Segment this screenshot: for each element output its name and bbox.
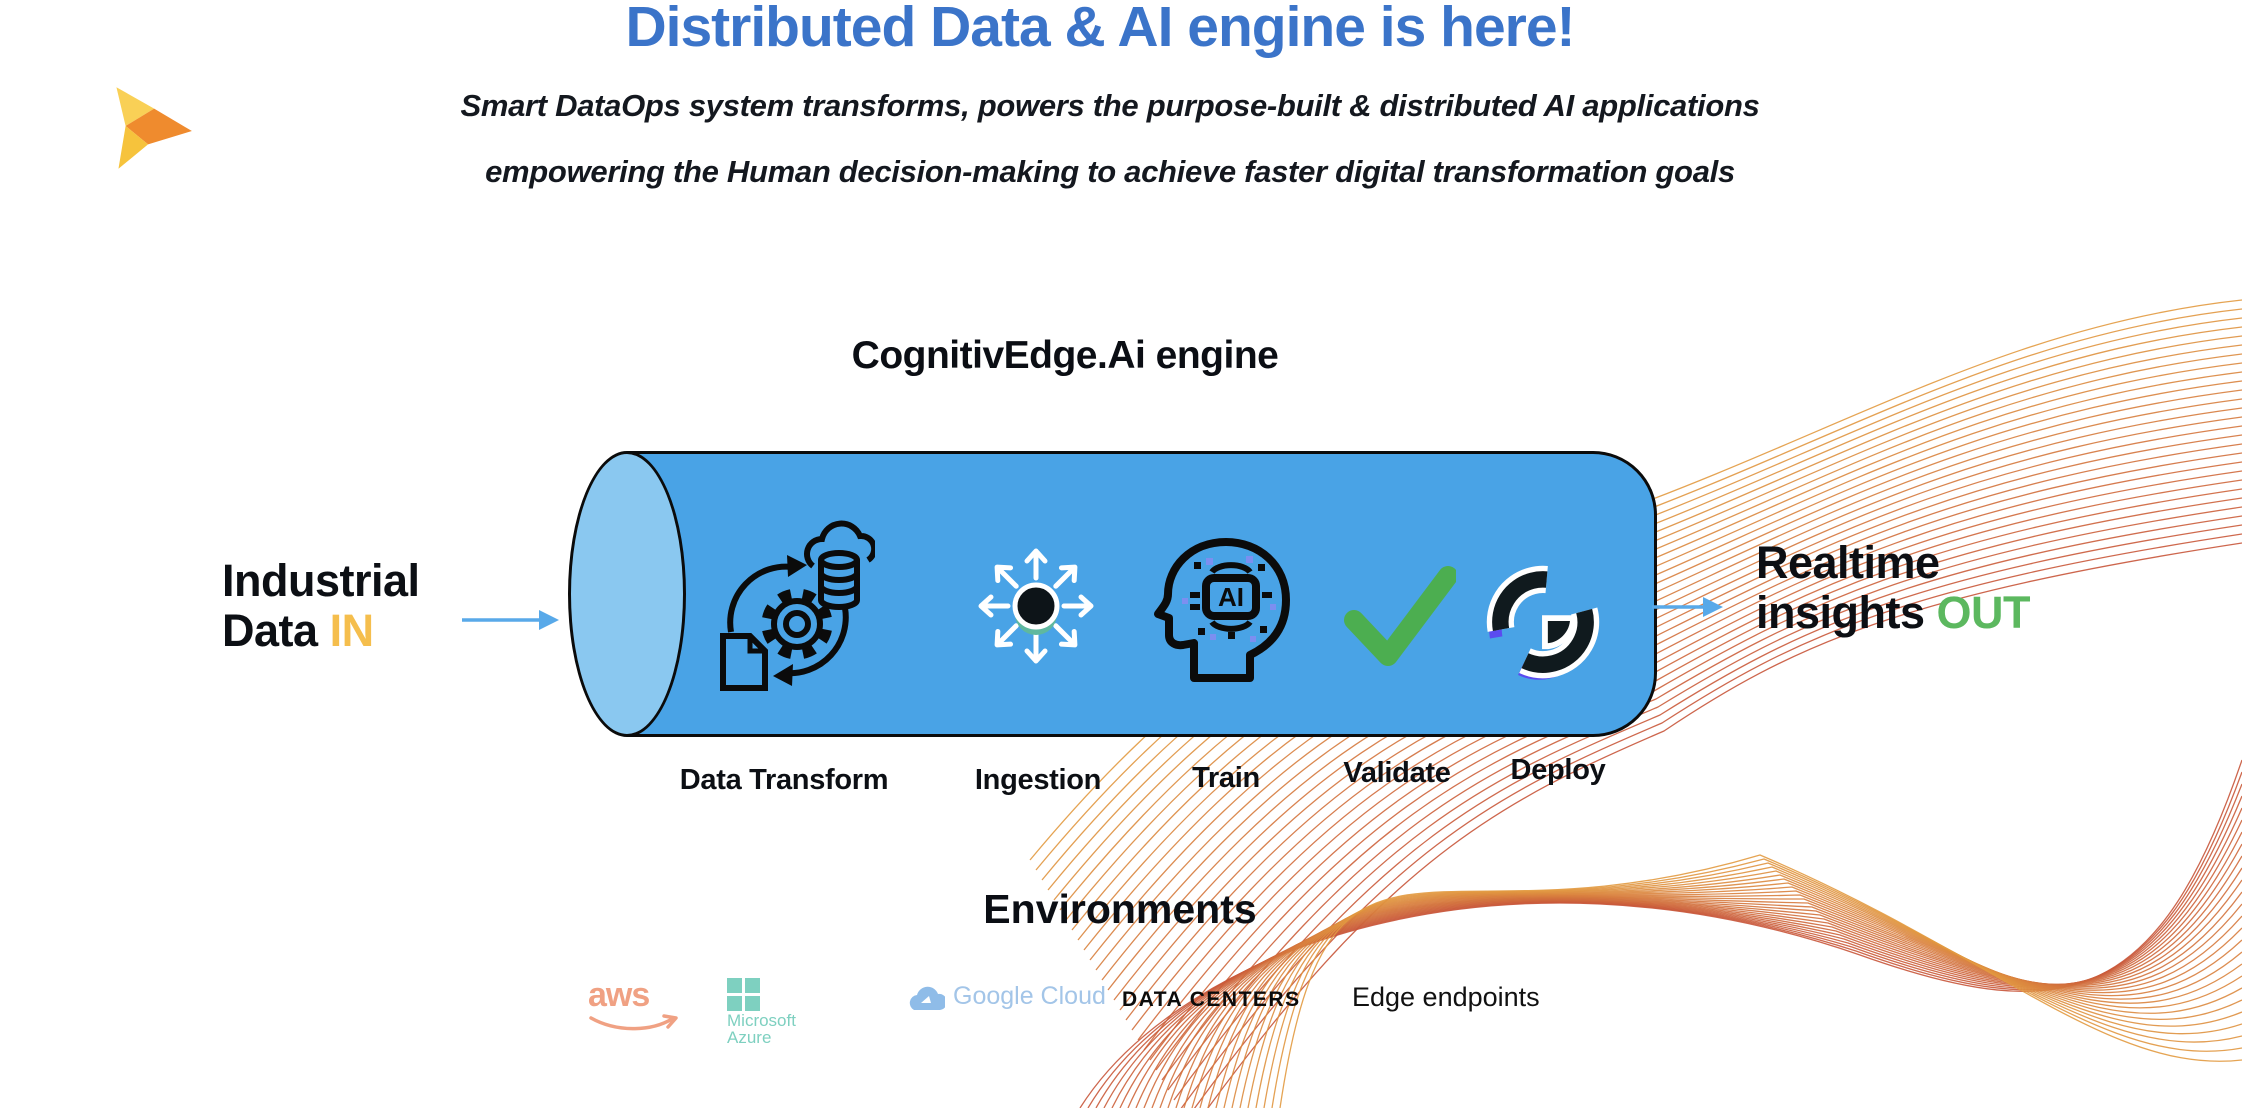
- arrow-out-icon: [1652, 597, 1723, 617]
- azure-text-line2: Azure: [727, 1028, 772, 1047]
- environments-heading: Environments: [983, 886, 1257, 932]
- data-transform-icon: [693, 520, 875, 702]
- aws-logo-text: aws: [588, 976, 650, 1014]
- ai-head-icon: AI: [1146, 534, 1304, 684]
- page-title: Distributed Data & AI engine is here!: [625, 0, 1575, 59]
- stage-label-ingestion: Ingestion: [974, 764, 1102, 796]
- stage-label-validate: Validate: [1343, 757, 1451, 789]
- google-cloud-text: Google Cloud: [953, 982, 1106, 1010]
- azure-text-line1: Microsoft: [727, 1011, 796, 1030]
- microsoft-squares-icon: [727, 978, 760, 1011]
- microsoft-azure-logo: Microsoft Azure: [727, 978, 796, 1046]
- stage-label-data-transform: Data Transform: [679, 764, 889, 796]
- stage-label-deploy: Deploy: [1510, 754, 1606, 786]
- input-highlight: IN: [329, 605, 375, 657]
- output-label-line2: insights: [1756, 587, 1925, 639]
- edge-endpoints-label: Edge endpoints: [1352, 982, 1540, 1012]
- input-label-line1: Industrial: [222, 555, 420, 606]
- svg-text:AI: AI: [1218, 582, 1244, 612]
- brand-logo: [95, 80, 197, 176]
- orange-play-arrow-icon: [116, 87, 192, 169]
- output-highlight: OUT: [1936, 587, 2031, 639]
- google-cloud-logo: Google Cloud: [905, 982, 1106, 1012]
- subtitle-line-2: empowering the Human decision-making to …: [485, 154, 1735, 189]
- arrow-in-icon: [462, 610, 559, 630]
- deploy-g-logo-icon: [1480, 560, 1606, 686]
- ingestion-arrows-icon: [974, 546, 1098, 670]
- subtitle-line-1: Smart DataOps system transforms, powers …: [460, 88, 1760, 123]
- aws-logo: aws: [588, 978, 680, 1036]
- output-label: Realtime insights OUT: [1756, 537, 2031, 639]
- pipeline-cylinder-end-cap: [568, 451, 686, 737]
- stage-label-train: Train: [1192, 762, 1260, 794]
- output-label-line1: Realtime: [1756, 537, 1940, 588]
- green-check-icon: [1344, 566, 1456, 668]
- input-label: Industrial Data IN: [222, 555, 420, 657]
- google-cloud-icon: [909, 986, 945, 1010]
- input-label-line2: Data: [222, 605, 318, 657]
- engine-heading: CognitivEdge.Ai engine: [851, 334, 1279, 377]
- data-centers-label: DATA CENTERS: [1122, 988, 1301, 1011]
- pipeline-cylinder: [627, 451, 1657, 737]
- aws-smile-icon: [589, 1014, 678, 1031]
